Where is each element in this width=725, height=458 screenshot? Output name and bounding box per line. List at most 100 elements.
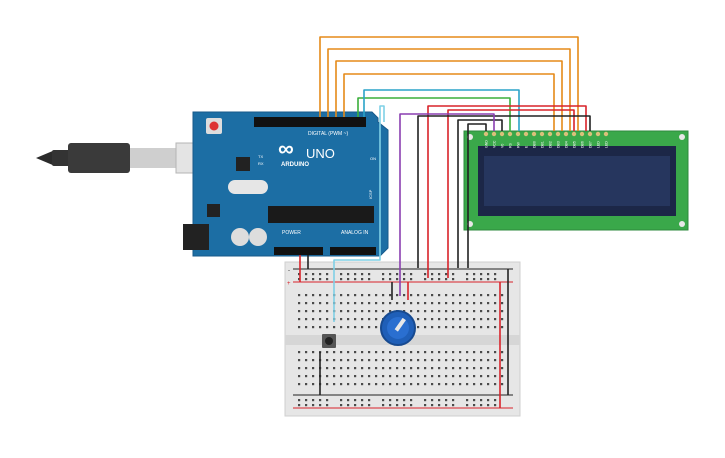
breadboard-hole[interactable]	[480, 294, 483, 297]
breadboard-hole[interactable]	[473, 383, 476, 386]
breadboard-hole[interactable]	[333, 367, 336, 370]
breadboard-hole[interactable]	[347, 326, 350, 329]
breadboard-hole[interactable]	[298, 318, 301, 321]
breadboard-hole[interactable]	[375, 367, 378, 370]
breadboard-hole[interactable]	[382, 351, 385, 354]
breadboard-hole[interactable]	[354, 318, 357, 321]
breadboard-hole[interactable]	[480, 399, 483, 402]
breadboard-hole[interactable]	[361, 367, 364, 370]
breadboard-hole[interactable]	[424, 375, 427, 378]
breadboard-hole[interactable]	[305, 375, 308, 378]
breadboard-hole[interactable]	[319, 278, 322, 281]
breadboard-hole[interactable]	[459, 302, 462, 305]
lcd-pin[interactable]	[579, 131, 585, 137]
breadboard-hole[interactable]	[459, 326, 462, 329]
breadboard-hole[interactable]	[354, 273, 357, 276]
breadboard-hole[interactable]	[340, 383, 343, 386]
breadboard-hole[interactable]	[431, 399, 434, 402]
lcd-pin[interactable]	[531, 131, 537, 137]
breadboard-hole[interactable]	[480, 326, 483, 329]
breadboard-hole[interactable]	[368, 399, 371, 402]
breadboard-hole[interactable]	[340, 359, 343, 362]
breadboard-hole[interactable]	[347, 302, 350, 305]
breadboard-hole[interactable]	[298, 404, 301, 407]
breadboard-hole[interactable]	[382, 294, 385, 297]
breadboard-hole[interactable]	[396, 359, 399, 362]
breadboard-hole[interactable]	[389, 351, 392, 354]
breadboard-hole[interactable]	[410, 294, 413, 297]
breadboard-hole[interactable]	[459, 310, 462, 313]
breadboard-hole[interactable]	[312, 375, 315, 378]
breadboard-hole[interactable]	[333, 351, 336, 354]
breadboard-hole[interactable]	[382, 359, 385, 362]
breadboard-hole[interactable]	[410, 404, 413, 407]
breadboard-hole[interactable]	[473, 318, 476, 321]
breadboard-hole[interactable]	[389, 273, 392, 276]
breadboard-hole[interactable]	[480, 273, 483, 276]
breadboard-hole[interactable]	[298, 359, 301, 362]
breadboard-hole[interactable]	[396, 278, 399, 281]
breadboard-hole[interactable]	[305, 404, 308, 407]
breadboard-hole[interactable]	[298, 310, 301, 313]
breadboard-hole[interactable]	[368, 326, 371, 329]
breadboard-hole[interactable]	[347, 359, 350, 362]
breadboard-hole[interactable]	[473, 273, 476, 276]
breadboard-hole[interactable]	[494, 351, 497, 354]
breadboard-hole[interactable]	[431, 367, 434, 370]
breadboard-hole[interactable]	[389, 367, 392, 370]
breadboard-hole[interactable]	[298, 383, 301, 386]
breadboard-hole[interactable]	[389, 278, 392, 281]
breadboard-hole[interactable]	[410, 399, 413, 402]
breadboard-hole[interactable]	[403, 278, 406, 281]
breadboard-hole[interactable]	[403, 367, 406, 370]
breadboard-hole[interactable]	[347, 367, 350, 370]
breadboard-hole[interactable]	[305, 367, 308, 370]
breadboard-hole[interactable]	[494, 318, 497, 321]
lcd-pin[interactable]	[523, 131, 529, 137]
breadboard-hole[interactable]	[361, 383, 364, 386]
breadboard-hole[interactable]	[501, 351, 504, 354]
breadboard-hole[interactable]	[305, 351, 308, 354]
breadboard-hole[interactable]	[354, 367, 357, 370]
breadboard-hole[interactable]	[445, 310, 448, 313]
breadboard-hole[interactable]	[382, 399, 385, 402]
breadboard-hole[interactable]	[466, 359, 469, 362]
breadboard-hole[interactable]	[375, 326, 378, 329]
breadboard-hole[interactable]	[410, 278, 413, 281]
breadboard-hole[interactable]	[326, 359, 329, 362]
breadboard-hole[interactable]	[298, 399, 301, 402]
breadboard-hole[interactable]	[438, 278, 441, 281]
breadboard-hole[interactable]	[480, 302, 483, 305]
breadboard-hole[interactable]	[375, 359, 378, 362]
breadboard-hole[interactable]	[473, 367, 476, 370]
breadboard-hole[interactable]	[438, 318, 441, 321]
breadboard-hole[interactable]	[438, 399, 441, 402]
breadboard-hole[interactable]	[438, 310, 441, 313]
breadboard-hole[interactable]	[452, 375, 455, 378]
breadboard-hole[interactable]	[473, 326, 476, 329]
lcd-pin[interactable]	[515, 131, 521, 137]
breadboard-hole[interactable]	[347, 383, 350, 386]
breadboard-hole[interactable]	[312, 359, 315, 362]
breadboard-hole[interactable]	[382, 278, 385, 281]
breadboard-hole[interactable]	[473, 404, 476, 407]
breadboard-hole[interactable]	[417, 367, 420, 370]
breadboard-hole[interactable]	[473, 278, 476, 281]
breadboard-hole[interactable]	[326, 351, 329, 354]
breadboard-hole[interactable]	[487, 326, 490, 329]
breadboard-hole[interactable]	[340, 375, 343, 378]
breadboard-hole[interactable]	[452, 351, 455, 354]
breadboard-hole[interactable]	[424, 404, 427, 407]
breadboard-hole[interactable]	[494, 404, 497, 407]
breadboard-hole[interactable]	[459, 383, 462, 386]
breadboard-hole[interactable]	[305, 399, 308, 402]
breadboard-hole[interactable]	[501, 302, 504, 305]
breadboard-hole[interactable]	[382, 302, 385, 305]
breadboard-hole[interactable]	[347, 310, 350, 313]
lcd-pin[interactable]	[539, 131, 545, 137]
breadboard-hole[interactable]	[298, 273, 301, 276]
breadboard-hole[interactable]	[389, 399, 392, 402]
breadboard-hole[interactable]	[501, 375, 504, 378]
breadboard-hole[interactable]	[424, 367, 427, 370]
breadboard-hole[interactable]	[480, 359, 483, 362]
